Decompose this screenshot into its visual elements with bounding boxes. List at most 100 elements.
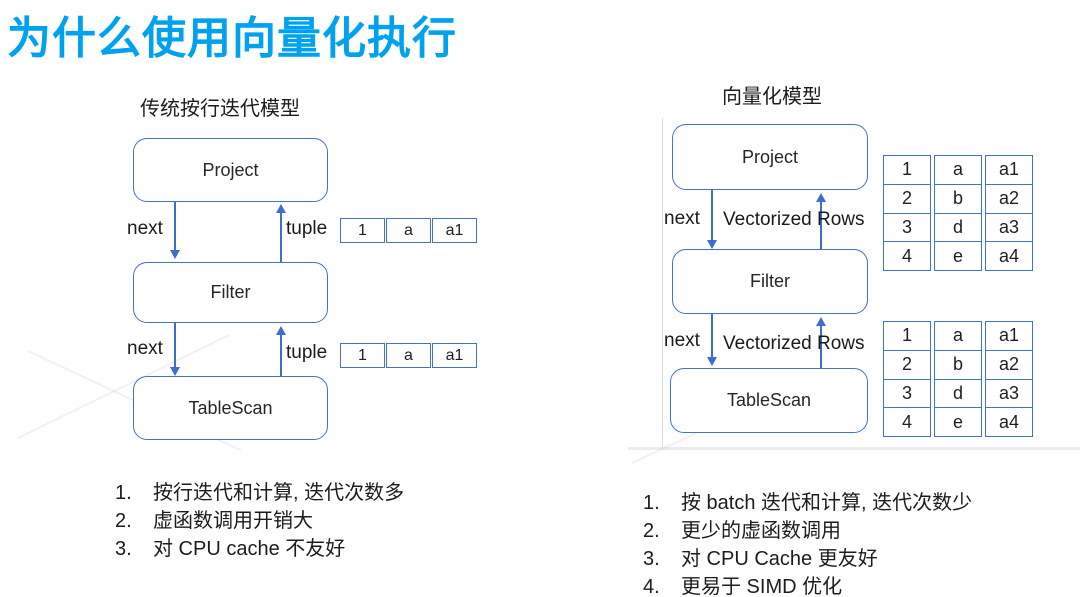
vector-cell: 2 (884, 183, 930, 213)
left-tuple-label-1: tuple (286, 218, 328, 239)
right-filter-node: Filter (672, 249, 868, 314)
left-tuple-arrow-1-head (276, 204, 286, 213)
left-tablescan-node: TableScan (133, 376, 328, 440)
left-tuple-table-1: 1 a a1 (340, 218, 477, 243)
list-item: 3. 对 CPU Cache 更友好 (643, 545, 1073, 573)
tuple-cell: 1 (340, 218, 385, 243)
vector-cell: 1 (901, 325, 912, 346)
right-rows-arrow-2-line (820, 325, 822, 368)
left-next-label-2: next (127, 338, 163, 359)
right-project-node: Project (672, 124, 868, 190)
left-tuple-label-2: tuple (286, 342, 328, 363)
left-next-arrow-2-head (170, 367, 180, 376)
left-tuple-arrow-1-line (280, 212, 282, 262)
left-tuple-arrow-2-line (280, 334, 282, 376)
vector-cell: a3 (986, 378, 1032, 408)
list-item-text: 更易于 SIMD 优化 (681, 576, 843, 597)
image-edge-line (628, 447, 1080, 450)
left-next-arrow-1-head (170, 250, 180, 259)
vector-cell: d (935, 212, 981, 242)
right-rows-arrow-2-head (816, 317, 826, 326)
list-item-text: 按 batch 迭代和计算, 迭代次数少 (681, 492, 973, 514)
vector-cell: d (935, 378, 981, 408)
list-item-number: 1. (643, 492, 660, 514)
left-tablescan-label: TableScan (188, 397, 273, 418)
right-rows-arrow-1-head (816, 193, 826, 202)
tuple-cell: 1 (340, 343, 385, 368)
list-item-number: 3. (643, 548, 660, 570)
right-filter-label: Filter (750, 271, 790, 291)
right-vector-table-1: 1 2 3 4 a b d e a1 a2 a3 a4 (883, 155, 1033, 271)
list-item: 2. 更少的虚函数调用 (643, 517, 1073, 545)
right-next-label-2: next (664, 330, 700, 351)
right-diagram-heading: 向量化模型 (722, 86, 822, 108)
vector-cell: e (935, 407, 981, 436)
right-rows-label-1: Vectorized Rows (723, 209, 865, 230)
vector-cell: a1 (998, 325, 1020, 346)
vector-column: a1 a2 a3 a4 (985, 321, 1033, 437)
left-project-node: Project (133, 138, 328, 202)
left-filter-label: Filter (210, 282, 251, 302)
right-next-arrow-1-head (707, 240, 717, 249)
tuple-cell: a (386, 218, 431, 243)
tuple-cell: a1 (432, 218, 477, 243)
vector-column: 1 2 3 4 (883, 321, 931, 437)
vector-cell: a2 (986, 183, 1032, 213)
list-item-number: 4. (643, 576, 660, 597)
vector-cell: a2 (986, 349, 1032, 379)
list-item-text: 虚函数调用开销大 (153, 510, 313, 532)
vector-cell: a4 (986, 241, 1032, 270)
vector-cell: a (952, 325, 963, 346)
list-item: 2. 虚函数调用开销大 (115, 507, 545, 535)
right-next-arrow-2-line (711, 314, 713, 358)
vector-cell: a4 (986, 407, 1032, 436)
vector-column: a b d e (934, 321, 982, 437)
right-vector-table-2: 1 2 3 4 a b d e a1 a2 a3 a4 (883, 321, 1033, 437)
vector-cell: b (935, 183, 981, 213)
vector-column: a1 a2 a3 a4 (985, 155, 1033, 271)
list-item-number: 2. (643, 520, 660, 542)
right-tablescan-node: TableScan (670, 368, 868, 433)
vector-cell: b (935, 349, 981, 379)
vector-cell: 3 (884, 212, 930, 242)
right-notes-list: 1. 按 batch 迭代和计算, 迭代次数少 2. 更少的虚函数调用 3. 对… (643, 489, 1073, 597)
tuple-cell: a1 (432, 343, 477, 368)
left-diagram-heading: 传统按行迭代模型 (140, 98, 300, 120)
list-item-number: 2. (115, 510, 132, 532)
list-item-text: 按行迭代和计算, 迭代次数多 (153, 482, 405, 504)
right-tablescan-label: TableScan (726, 390, 812, 410)
left-next-arrow-2-line (174, 323, 176, 369)
vector-cell: e (935, 241, 981, 270)
list-item-text: 对 CPU Cache 更友好 (681, 548, 878, 570)
slide-title: 为什么使用向量化执行 (7, 14, 457, 63)
vector-cell: a1 (998, 159, 1020, 180)
right-next-arrow-1-line (711, 190, 713, 240)
vector-column: 1 2 3 4 (883, 155, 931, 271)
vector-cell: 1 (901, 159, 912, 180)
vector-cell: 4 (884, 241, 930, 270)
left-notes-list: 1. 按行迭代和计算, 迭代次数多 2. 虚函数调用开销大 3. 对 CPU c… (115, 479, 545, 563)
list-item-number: 1. (115, 482, 132, 504)
left-next-label-1: next (127, 218, 163, 239)
list-item: 3. 对 CPU cache 不友好 (115, 535, 545, 563)
right-project-label: Project (741, 146, 799, 167)
left-tuple-table-2: 1 a a1 (340, 343, 477, 368)
vector-cell: a3 (986, 212, 1032, 242)
right-rows-arrow-1-line (820, 201, 822, 249)
left-project-label: Project (202, 159, 259, 180)
left-filter-node: Filter (133, 262, 328, 323)
left-tuple-arrow-2-head (276, 326, 286, 335)
right-rows-label-2: Vectorized Rows (723, 333, 865, 354)
vector-cell: 3 (884, 378, 930, 408)
list-item-number: 3. (115, 538, 132, 560)
vector-cell: 2 (884, 349, 930, 379)
list-item-text: 更少的虚函数调用 (681, 520, 841, 542)
list-item-text: 对 CPU cache 不友好 (153, 538, 346, 560)
right-next-label-1: next (664, 208, 700, 229)
list-item: 4. 更易于 SIMD 优化 (643, 573, 1073, 597)
image-edge-line (662, 118, 663, 450)
vector-column: a b d e (934, 155, 982, 271)
left-next-arrow-1-line (174, 202, 176, 252)
right-next-arrow-2-head (707, 357, 717, 366)
